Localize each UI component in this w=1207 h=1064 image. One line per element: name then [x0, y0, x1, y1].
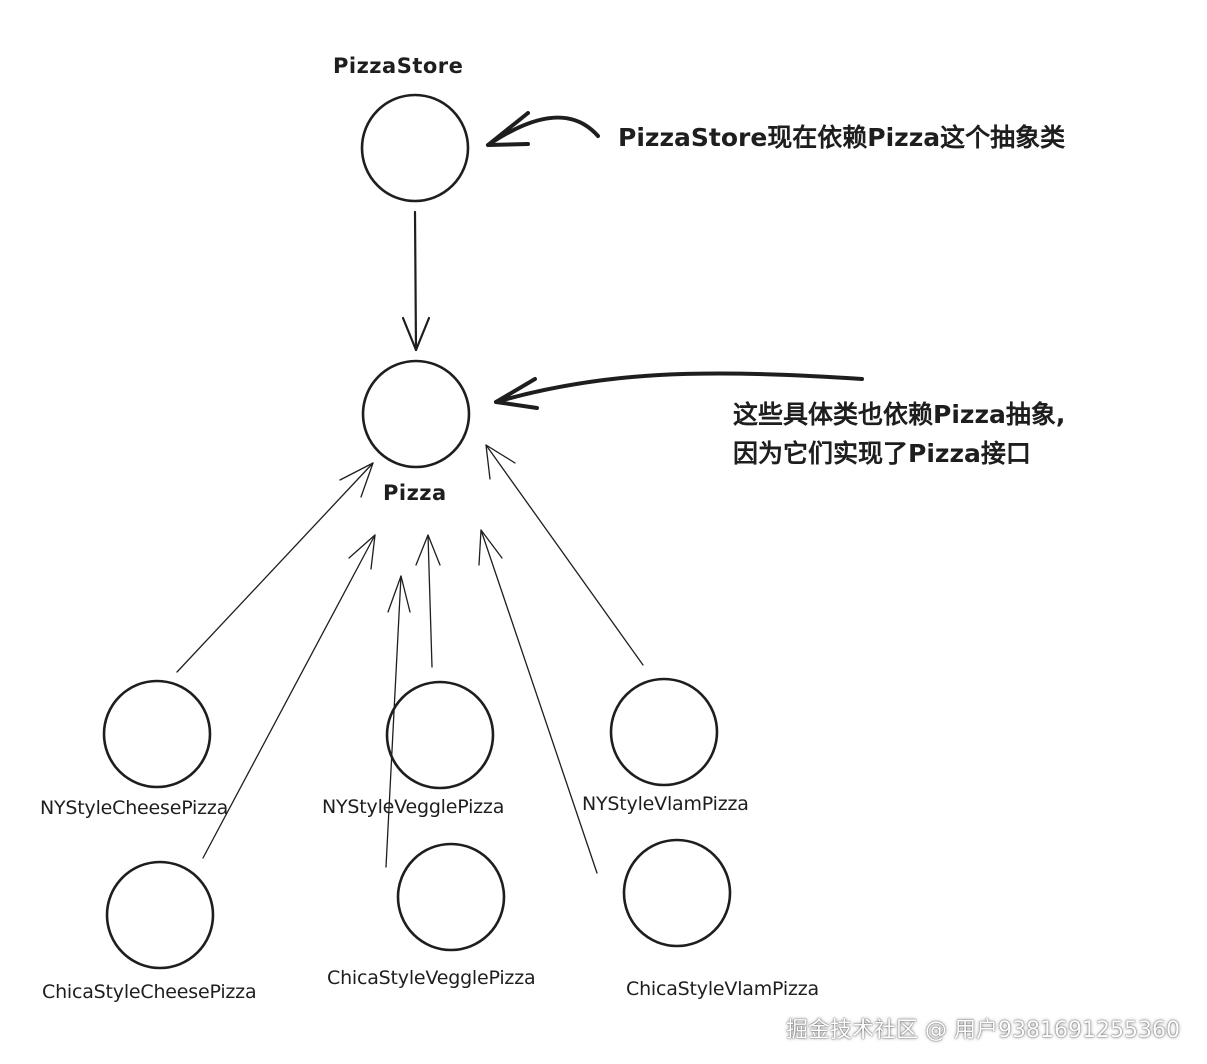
- concrete-note-arrow: [494, 371, 864, 410]
- ny-veggie-node: [385, 680, 495, 790]
- chica-clam-label: ChicaStyleVlamPizza: [626, 978, 819, 1000]
- chica-veggie-node: [396, 842, 506, 952]
- ny-cheese-implements-arrow: [176, 462, 374, 673]
- concrete-note-line-1: 这些具体类也依赖Pizza抽象,: [733, 400, 1066, 429]
- ny-cheese-label: NYStyleCheesePizza: [40, 797, 229, 819]
- ny-cheese-node: [102, 679, 212, 789]
- pizza-label: Pizza: [383, 481, 447, 505]
- chica-veggie-implements-arrow: [385, 575, 411, 868]
- watermark: 掘金技术社区 @ 用户9381691255360: [786, 1018, 1180, 1043]
- ny-veggie-label: NYStyleVegglePizza: [322, 796, 505, 818]
- pizza-node: [361, 359, 471, 469]
- chica-clam-node: [622, 838, 732, 948]
- chica-veggie-label: ChicaStyleVegglePizza: [327, 967, 536, 989]
- chica-cheese-implements-arrow: [202, 534, 376, 859]
- concrete-dependency-note: 这些具体类也依赖Pizza抽象, 因为它们实现了Pizza接口: [733, 396, 1065, 474]
- chica-cheese-label: ChicaStyleCheesePizza: [42, 981, 257, 1003]
- store-note-arrow: [486, 111, 600, 147]
- store-dependency-note: PizzaStore现在依赖Pizza这个抽象类: [618, 123, 1066, 152]
- chica-cheese-node: [105, 860, 215, 970]
- store-to-pizza-arrow: [401, 210, 431, 352]
- chica-clam-implements-arrow: [478, 529, 598, 874]
- ny-clam-label: NYStyleVlamPizza: [582, 793, 749, 815]
- pizzastore-label: PizzaStore: [333, 54, 464, 78]
- ny-veggie-implements-arrow: [415, 534, 441, 668]
- pizzastore-node: [360, 93, 470, 203]
- ny-clam-implements-arrow: [485, 444, 644, 666]
- concrete-note-line-2: 因为它们实现了Pizza接口: [733, 438, 1031, 468]
- ny-clam-node: [609, 677, 719, 787]
